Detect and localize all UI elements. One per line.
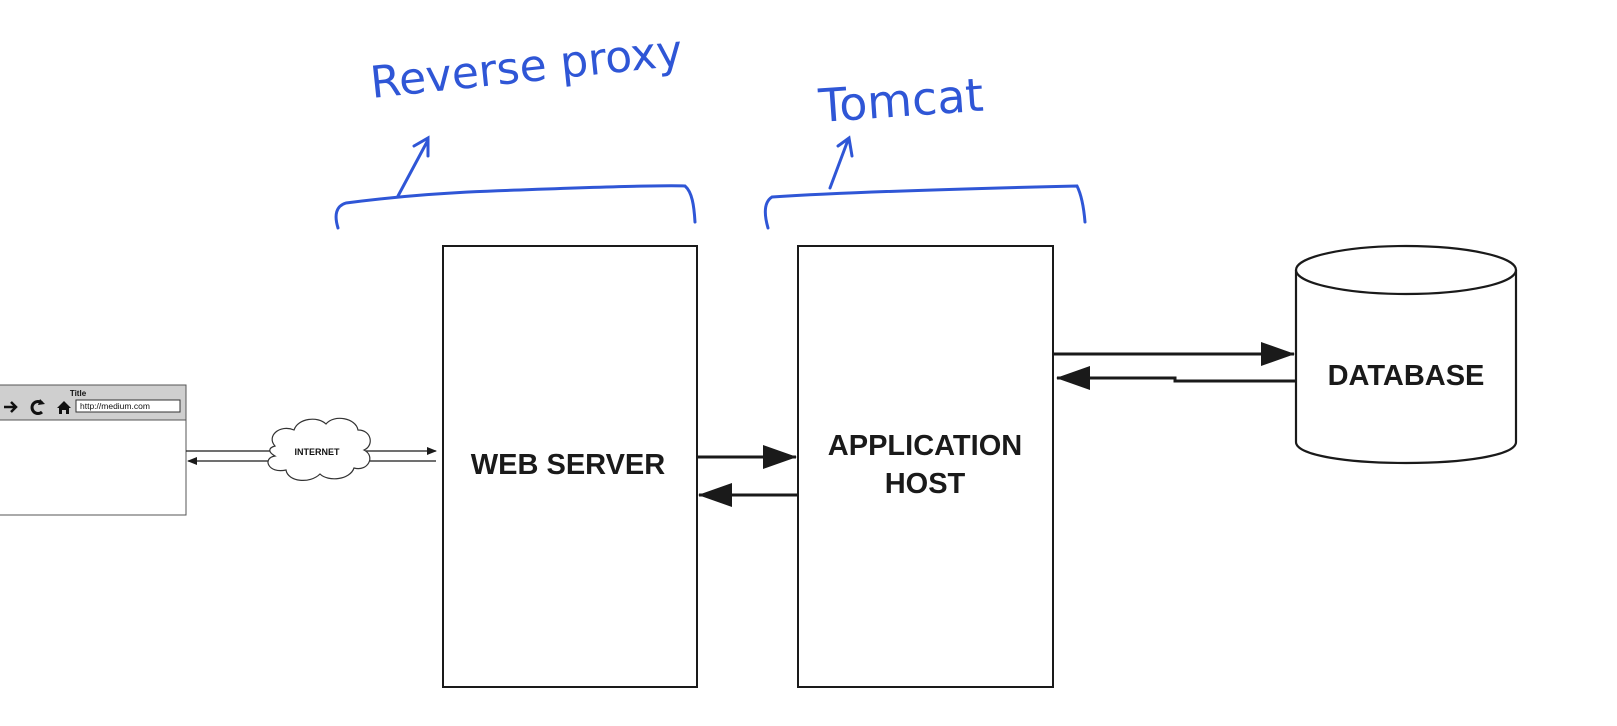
database-node: DATABASE [1294,244,1518,465]
application-host-box [797,245,1054,688]
url-text: http://medium.com [80,401,150,411]
home-icon [57,401,71,414]
application-host-label-line1: APPLICATION [828,430,1022,462]
web-server-label: WEB SERVER [471,449,666,481]
web-server-node: WEB SERVER [442,245,698,688]
internet-label: INTERNET [295,447,341,457]
tomcat-annotation: Tomcat [763,68,1087,230]
reverse-proxy-bracket [334,184,697,230]
internet-cloud: INTERNET [267,417,371,481]
back-arrow-icon [4,401,18,413]
tomcat-bracket [763,184,1087,230]
reverse-proxy-note: Reverse proxy [368,25,685,108]
database-cylinder [1294,270,1518,465]
browser-title: Title [70,389,87,398]
application-host-node: APPLICATION HOST [797,245,1054,688]
reload-icon [30,399,45,415]
arrow-db-to-app [1056,366,1296,390]
browser-window: Title http://medium.com [0,384,187,516]
reverse-proxy-annotation: Reverse proxy [334,25,697,230]
tomcat-pointer-arrow [828,135,854,190]
database-top [1294,244,1518,296]
database-label: DATABASE [1328,360,1485,392]
url-bar[interactable] [75,399,181,413]
tomcat-note: Tomcat [816,68,985,133]
reverse-proxy-pointer-arrow [396,135,430,198]
application-host-label-line2: HOST [885,468,966,500]
web-server-box [442,245,698,688]
